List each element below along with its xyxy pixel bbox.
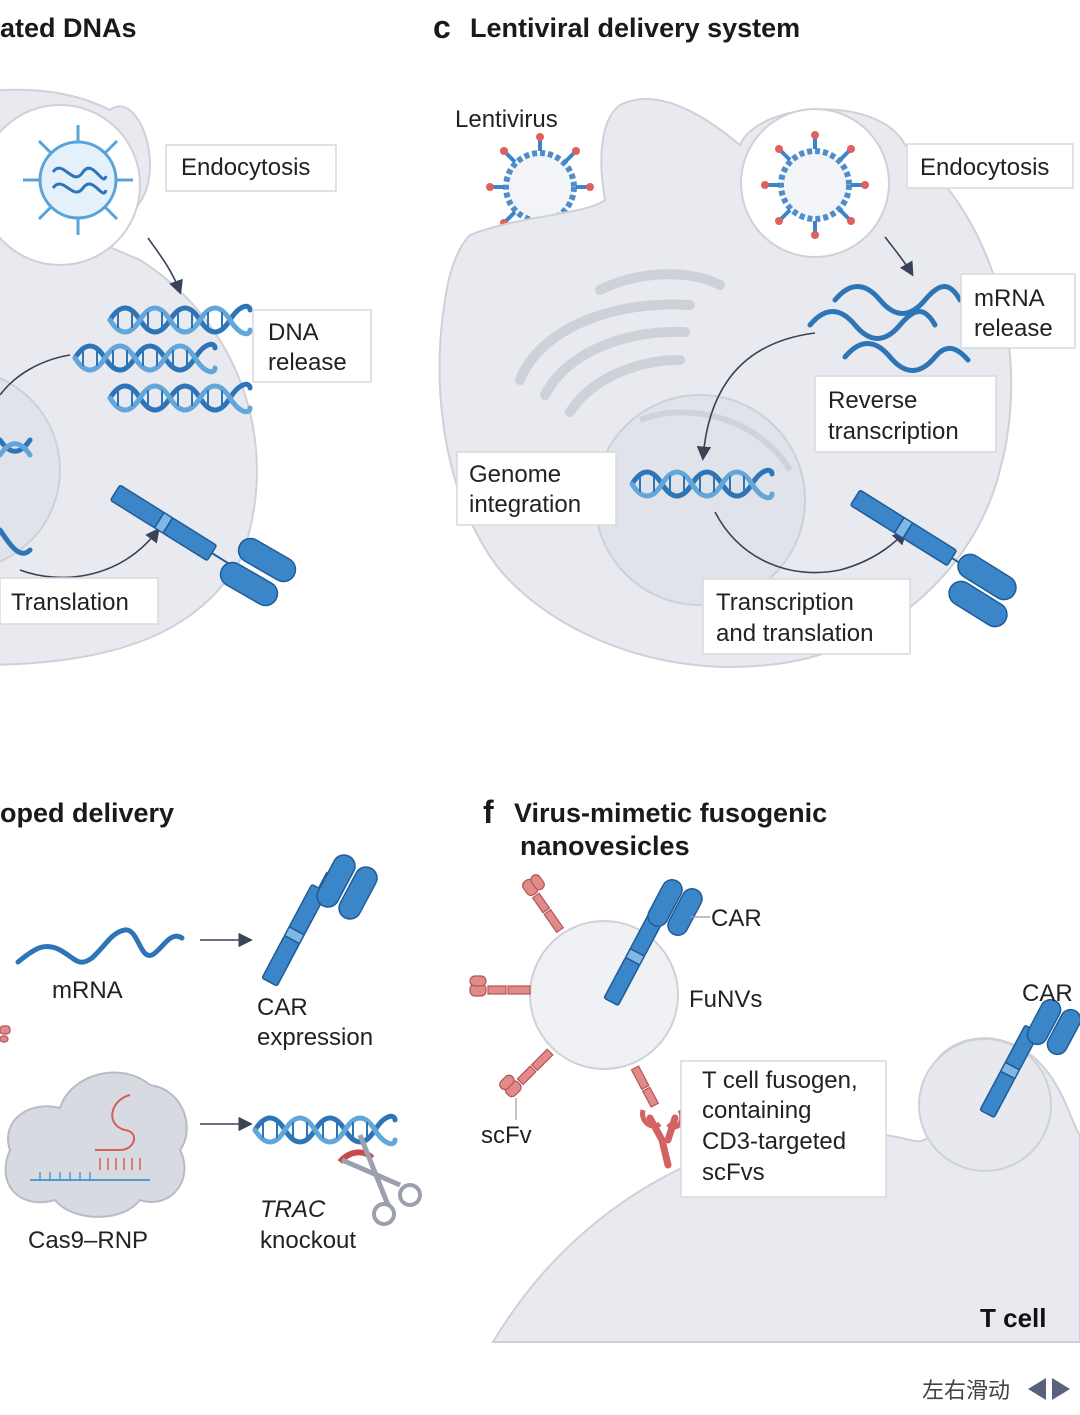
panel-c-nucleus xyxy=(594,394,806,606)
cas9-rnp-icon xyxy=(4,1071,188,1218)
rna-strand-icon xyxy=(807,309,938,341)
mrna-strand-icon xyxy=(15,927,185,965)
scfv-domain-icon xyxy=(1026,998,1080,1056)
label-genome-1: Genome xyxy=(469,461,561,488)
panel-e-title: oped delivery xyxy=(0,798,174,828)
label-funvs: FuNVs xyxy=(689,986,762,1013)
scfv-domain-icon xyxy=(316,854,378,920)
swipe-navigation: 左右滑动 xyxy=(922,1373,1070,1405)
label-fusogen-1: T cell fusogen, xyxy=(702,1067,858,1094)
label-box xyxy=(165,144,337,192)
label-reverse-1: Reverse xyxy=(828,387,917,414)
label-box xyxy=(960,273,1076,349)
label-genome-2: integration xyxy=(469,491,581,518)
scfv-domain-icon xyxy=(219,537,297,607)
arrow xyxy=(696,332,816,461)
swipe-hint-text: 左右滑动 xyxy=(921,1379,1010,1404)
label-cas9: Cas9–RNP xyxy=(28,1227,148,1254)
triangle-right-icon[interactable] xyxy=(1052,1378,1070,1400)
label-box xyxy=(814,375,997,453)
label-car-expr-1: CAR xyxy=(257,994,308,1021)
panel-c-title: Lentiviral delivery system xyxy=(470,13,800,43)
panel-e: oped delivery mRNA CAR expression xyxy=(0,798,422,1254)
scfv-domain-icon xyxy=(647,879,703,936)
funv-vesicle xyxy=(529,920,679,1070)
label-mrna-release-1: mRNA xyxy=(974,285,1045,312)
arrow xyxy=(884,236,914,277)
label-mrna-release-2: release xyxy=(974,315,1053,342)
panel-f-letter: f xyxy=(483,794,494,830)
label-scfv: scFv xyxy=(481,1122,532,1149)
label-endocytosis: Endocytosis xyxy=(181,154,310,181)
label-reverse-2: transcription xyxy=(828,418,959,445)
label-box xyxy=(702,578,911,655)
label-box xyxy=(906,143,1074,189)
label-fusogen-4: scFvs xyxy=(702,1159,765,1186)
rna-strand-icon xyxy=(832,284,963,316)
panel-c-letter: c xyxy=(433,9,451,45)
arrow xyxy=(0,354,71,396)
scfv-domain-icon xyxy=(948,553,1017,628)
scfv-ligand-icon xyxy=(630,1065,660,1108)
arrow xyxy=(19,527,160,579)
nuclear-envelope xyxy=(638,409,793,472)
cd3-receptor-icon xyxy=(640,1108,685,1169)
label-transl-1: Transcription xyxy=(716,589,854,616)
label-knockout: knockout xyxy=(260,1227,356,1254)
label-trac: TRAC xyxy=(260,1196,326,1223)
car-receptor-icon xyxy=(110,485,235,568)
label-car-expr-2: expression xyxy=(257,1024,373,1051)
virus-particle-icon xyxy=(23,125,133,235)
lentivirus-particle-icon xyxy=(761,131,869,239)
rna-strand-icon xyxy=(842,341,971,373)
label-car-top: CAR xyxy=(711,905,762,932)
scfv-ligand-icon xyxy=(469,975,531,997)
dna-helix-icon xyxy=(255,1116,395,1143)
fragment-red-icon xyxy=(0,1025,11,1043)
label-fusogen-3: CD3-targeted xyxy=(702,1128,846,1155)
label-lentivirus: Lentivirus xyxy=(455,106,558,133)
scissors-icon xyxy=(337,1134,422,1226)
label-car-right: CAR xyxy=(1022,980,1073,1007)
panel-c: c Lentiviral delivery system Lentivirus xyxy=(433,9,1076,668)
dna-fragment-icon xyxy=(0,437,33,454)
arrow xyxy=(147,237,183,295)
rna-fragment-icon xyxy=(0,527,33,556)
scfv-ligand-icon xyxy=(499,1048,554,1098)
golgi-apparatus-icon xyxy=(515,269,725,417)
panel-b-nucleus xyxy=(0,377,61,563)
triangle-left-icon[interactable] xyxy=(1028,1378,1046,1400)
panel-b-title: ated DNAs xyxy=(0,13,137,43)
dna-fragment-icon xyxy=(0,441,33,458)
label-box xyxy=(680,1060,887,1198)
panel-f: f Virus-mimetic fusogenic nanovesicles T… xyxy=(469,794,1080,1343)
label-box xyxy=(252,309,372,383)
label-translation: Translation xyxy=(11,589,129,616)
arrow xyxy=(714,511,907,574)
panel-b: ated DNAs Endocytosis DNA release xyxy=(0,13,372,666)
label-transl-2: and translation xyxy=(716,620,873,647)
label-mrna: mRNA xyxy=(52,977,123,1004)
label-fusogen-2: containing xyxy=(702,1097,811,1124)
panel-f-title-1: Virus-mimetic fusogenic xyxy=(514,798,827,828)
label-dna-release-1: DNA xyxy=(268,319,319,346)
label-dna-release-2: release xyxy=(268,349,347,376)
scfv-ligand-icon xyxy=(522,874,565,934)
panel-f-title-2: nanovesicles xyxy=(520,831,690,861)
label-tcell: T cell xyxy=(980,1303,1046,1333)
label-box xyxy=(456,451,617,526)
label-endocytosis-c: Endocytosis xyxy=(920,154,1049,181)
label-box xyxy=(0,577,159,625)
